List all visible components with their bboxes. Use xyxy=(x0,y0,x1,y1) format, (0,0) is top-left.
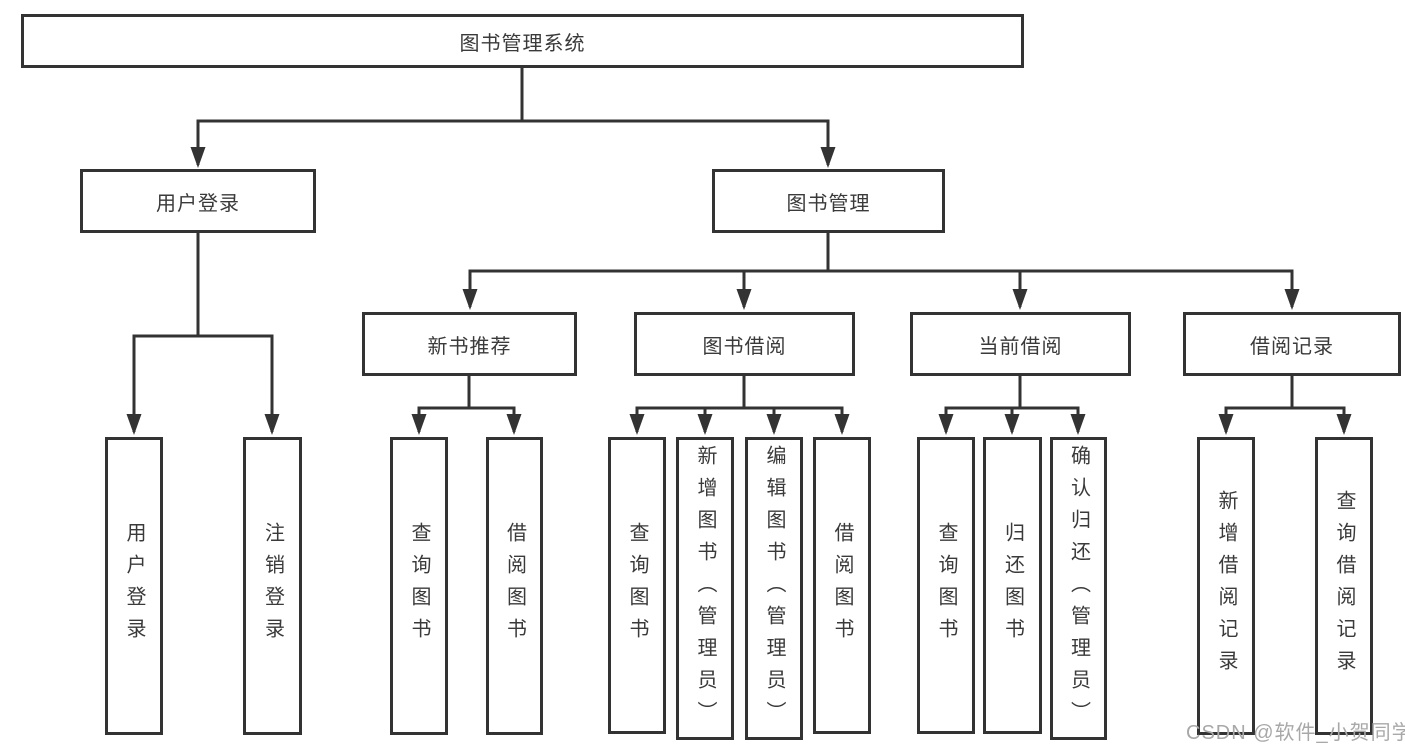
node-user-login: 用户登录 xyxy=(80,169,316,233)
node-book-management: 图书管理 xyxy=(712,169,945,233)
leaf-query-books-current: 查询图书 xyxy=(917,437,975,734)
leaf-borrow-books-borrowing: 借阅图书 xyxy=(813,437,871,734)
connector-current-borrow-children xyxy=(938,376,1086,435)
connector-book-borrow-children xyxy=(629,376,850,435)
connector-user-login-children xyxy=(126,233,280,435)
node-current-borrowing: 当前借阅 xyxy=(910,312,1131,376)
leaf-borrow-books-recommend: 借阅图书 xyxy=(486,437,543,735)
node-library-system-root: 图书管理系统 xyxy=(21,14,1024,68)
leaf-query-books-borrowing: 查询图书 xyxy=(608,437,666,734)
node-borrowing-records: 借阅记录 xyxy=(1183,312,1401,376)
leaf-return-books: 归还图书 xyxy=(983,437,1042,734)
leaf-query-books-recommend: 查询图书 xyxy=(390,437,448,735)
connector-root-to-level2 xyxy=(190,68,836,168)
connector-borrow-records-children xyxy=(1218,376,1352,435)
node-new-book-recommend: 新书推荐 xyxy=(362,312,577,376)
connector-book-mgmt-children xyxy=(462,233,1300,310)
connector-new-book-rec-children xyxy=(411,376,522,435)
leaf-query-borrow-record: 查询借阅记录 xyxy=(1315,437,1373,735)
leaf-confirm-return-admin: 确认归还（管理员） xyxy=(1050,437,1107,740)
leaf-user-login: 用户登录 xyxy=(105,437,163,735)
leaf-add-books-admin: 新增图书（管理员） xyxy=(676,437,734,740)
node-book-borrowing: 图书借阅 xyxy=(634,312,855,376)
csdn-watermark: CSDN @软件_小贺同学 xyxy=(1186,722,1405,744)
leaf-edit-books-admin: 编辑图书（管理员） xyxy=(745,437,803,740)
leaf-add-borrow-record: 新增借阅记录 xyxy=(1197,437,1255,735)
leaf-logout: 注销登录 xyxy=(243,437,302,735)
